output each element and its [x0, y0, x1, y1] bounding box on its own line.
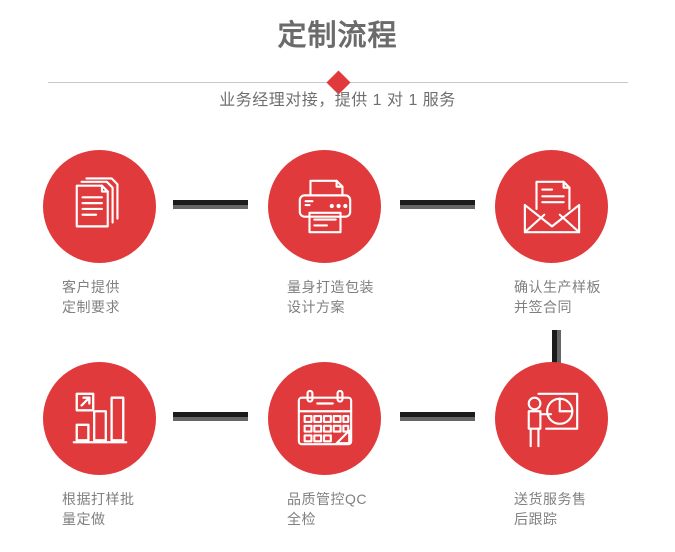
flow-step-1-label: 客户提供 定制要求: [62, 279, 120, 315]
flow-step-1-circle: [43, 150, 156, 263]
flow-step-5: 品质管控QC 全检: [243, 362, 423, 552]
flow-step-6: 送货服务售 后跟踪: [470, 362, 650, 552]
connector-bar-dark: [400, 200, 475, 205]
connector-step1-step2: [173, 200, 248, 209]
flow-step-6-circle: [495, 362, 608, 475]
connector-bar-light: [173, 205, 248, 209]
connector-step2-step3: [400, 200, 475, 209]
connector-bar-dark: [173, 412, 248, 417]
flow-step-5-label: 品质管控QC 全检: [287, 491, 367, 527]
flow-step-2-label: 量身打造包装 设计方案: [287, 279, 374, 315]
flow-step-4-label: 根据打样批 量定做: [62, 491, 135, 527]
open-envelope-letter-icon: [523, 180, 580, 233]
documents-stack-icon: [75, 176, 119, 227]
connector-bar-light: [400, 417, 475, 421]
process-flow-diagram: 客户提供 定制要求 量身打造包装 设计方案: [0, 140, 675, 550]
printer-icon: [298, 179, 351, 233]
connector-bar-light: [557, 330, 561, 370]
connector-step4-step5: [173, 412, 248, 421]
flow-step-5-circle: [268, 362, 381, 475]
flow-step-2-circle: [268, 150, 381, 263]
connector-step3-step4: [552, 330, 561, 370]
calendar-icon: [297, 389, 352, 445]
flow-step-3-label: 确认生产样板 并签合同: [514, 279, 601, 315]
flow-step-3-circle: [495, 150, 608, 263]
flow-step-4: 根据打样批 量定做: [18, 362, 198, 552]
flow-step-1: 客户提供 定制要求: [18, 150, 198, 340]
page-subtitle: 业务经理对接，提供 1 对 1 服务: [219, 92, 456, 109]
connector-step5-step6: [400, 412, 475, 421]
flow-step-4-circle: [43, 362, 156, 475]
flow-step-3: 确认生产样板 并签合同: [470, 150, 650, 340]
header-divider: [48, 70, 628, 95]
connector-bar-light: [173, 417, 248, 421]
presenter-pie-chart-icon: [527, 392, 578, 447]
flow-step-2: 量身打造包装 设计方案: [243, 150, 423, 340]
connector-bar-dark: [173, 200, 248, 205]
bar-chart-growth-icon: [72, 392, 127, 443]
connector-bar-light: [400, 205, 475, 209]
page-title: 定制流程: [277, 20, 398, 52]
connector-bar-dark: [400, 412, 475, 417]
connector-bar-dark: [552, 330, 557, 370]
flow-step-6-label: 送货服务售 后跟踪: [514, 491, 587, 527]
page-header: 定制流程 业务经理对接，提供 1 对 1 服务: [0, 0, 675, 130]
